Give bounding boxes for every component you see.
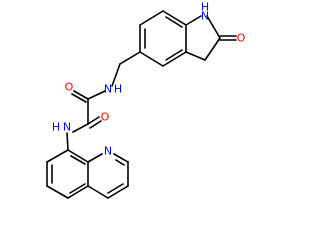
upper-amide-hydrogen: H [114,83,122,96]
indolinone-nh-nitrogen: N [201,10,209,23]
indolinone-nh-hydrogen: H [201,1,209,14]
oxalyl-upper-oxygen: O [65,81,74,94]
quinoline-nitrogen: N [104,145,112,158]
atom-labels: H N O N H O O H N N [52,1,246,158]
lactam-oxygen: O [237,32,246,45]
indolinone-benzene-ring [139,10,187,67]
upper-amide-nitrogen: N [104,83,112,96]
quinoline-benzo-ring [46,149,89,199]
canvas-background [0,0,300,200]
oxalyl-lower-oxygen: O [101,111,110,124]
quinoline-pyridine-ring [87,153,129,199]
molecule-diagram: H N O N H O O H N N [0,0,300,200]
lower-amide-hydrogen: H [52,121,60,134]
indolinone-lactam-ring [185,15,237,61]
methylene-linker [111,51,141,87]
lower-amide-nitrogen: N [63,121,71,134]
oxalamide-chain [66,90,106,151]
structure-canvas: H N O N H O O H N N [0,0,300,200]
